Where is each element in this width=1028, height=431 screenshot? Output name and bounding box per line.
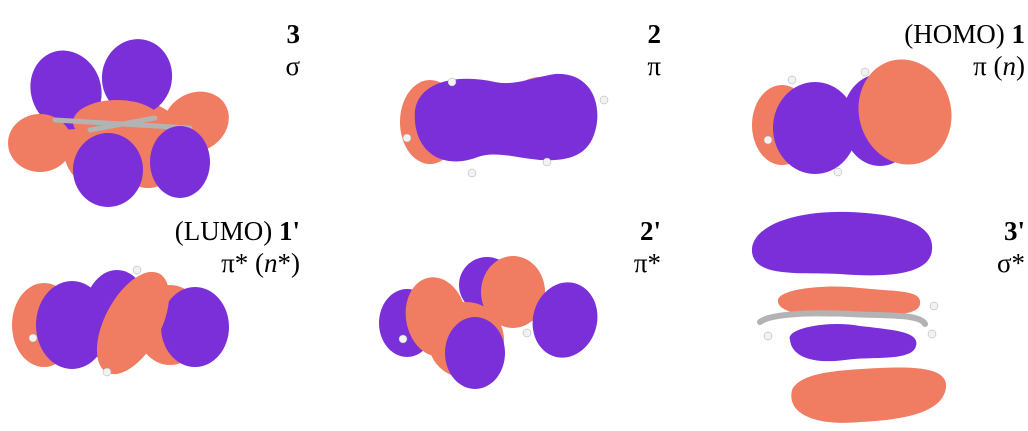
orbital-label-1prime: (LUMO) 1' π* (n*) [174,216,300,278]
orbital-symbol: σ [285,51,300,81]
hydrogen-atom [447,77,457,87]
hydrogen-atom [833,167,843,177]
orbital-label-1: (HOMO) 1 π (n) [904,19,1026,81]
orange-lobe [8,114,72,172]
orbital-2prime-illustration [379,256,598,389]
hydrogen-atom [929,301,939,311]
hydrogen-atom [102,367,112,377]
orbital-1prime-illustration [12,265,229,377]
orbital-label-3prime: 3' σ* [997,215,1025,279]
orbital-number: 2 [647,19,662,49]
orbital-prefix: (LUMO) [174,216,279,246]
hydrogen-atom [763,135,773,145]
orbital-symbol: σ* [996,248,1025,278]
hydrogen-atom [927,329,937,339]
purple-lobe [773,82,857,174]
orange-lobe [481,256,545,328]
purple-lobe [73,133,143,207]
orbital-label-3: 3 σ [285,18,300,82]
orbital-symbol: π [973,51,987,81]
orbital-label-2prime: 2' π* [634,215,661,279]
purple-lobe [751,211,933,276]
orbital-panel-1prime [0,215,320,431]
purple-lobe [414,73,598,162]
orange-lobe [858,59,952,165]
orbital-1-illustration [752,59,952,177]
purple-lobe [532,282,598,358]
orbital-2-illustration [400,73,609,178]
orbital-panel-3 [0,0,320,215]
hydrogen-atom [132,265,142,275]
purple-lobe [789,323,917,362]
hydrogen-atom [522,328,532,338]
orbital-number: 3 [286,19,301,49]
orbital-number: 1' [278,216,300,246]
hydrogen-atom [763,331,773,341]
orbital-3-illustration [8,39,229,207]
hydrogen-atom [599,95,609,105]
orbital-number: 2' [639,216,661,246]
purple-lobe [150,126,210,198]
purple-lobe [161,287,229,367]
orange-lobe [96,271,170,375]
bond [757,310,928,327]
orbital-number: 1 [1011,19,1026,49]
orbital-label-2: 2 π [647,18,661,82]
orbital-panel-3prime [720,200,1028,431]
orange-lobe [791,367,947,423]
bond [87,115,158,133]
orbital-symbol: π* [221,248,249,278]
hydrogen-atom [542,157,552,167]
purple-lobe [101,39,173,115]
orbital-number: 3' [1003,216,1025,246]
orbital-panel-2prime [360,215,680,431]
purple-lobe [445,317,505,389]
orbital-panel-2 [360,0,680,215]
orbital-prefix: (HOMO) [904,19,1012,49]
hydrogen-atom [860,67,870,77]
orbital-symbol: π [647,51,661,81]
orange-lobe [777,286,921,317]
hydrogen-atom [467,168,477,178]
hydrogen-atom [402,133,412,143]
orbital-panel-1 [720,0,1028,215]
hydrogen-atom [28,333,38,343]
hydrogen-atom [787,75,797,85]
orbital-symbol: π* [633,248,661,278]
orbital-3prime-illustration [751,211,947,423]
hydrogen-atom [398,334,408,344]
